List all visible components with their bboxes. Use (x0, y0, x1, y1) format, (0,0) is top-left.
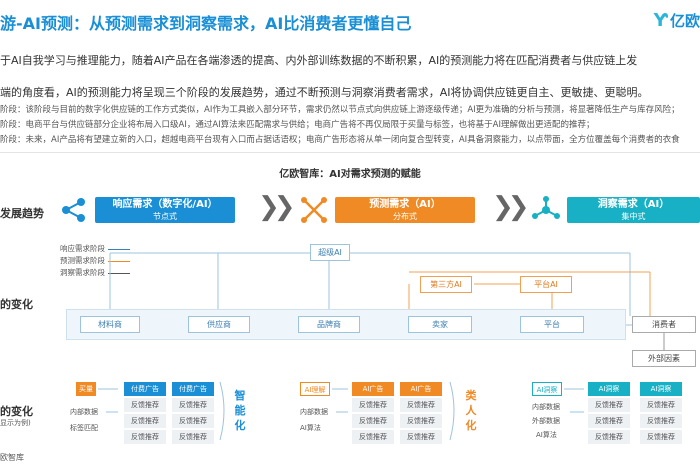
chevron-right-icon: ❯❯ (258, 192, 295, 222)
legend-item-respond: 响应需求阶段 (60, 243, 130, 254)
platform-ai-node: 平台AI (520, 276, 572, 293)
feedback-cell: 反馈推荐 (640, 414, 682, 428)
phase-predict-sub: 分布式 (393, 212, 417, 221)
phase-insight-title: 洞察需求（AI） (597, 199, 670, 210)
feedback-cell: 反馈推荐 (124, 430, 166, 444)
tag-match-label: 标签匹配 (70, 424, 98, 432)
figure-title: 亿欧智库：AI对需求预测的赋能 (279, 169, 421, 180)
feedback-cell: 反馈推荐 (172, 414, 214, 428)
row-label-trend: 发展趋势 (0, 207, 44, 220)
legend-item-predict: 预测需求阶段 (60, 255, 130, 266)
ai-insight-tag: AI洞察 (532, 382, 562, 396)
internal-data-label: 内部数据 (532, 403, 560, 411)
stage-3-text: 阶段：未来，AI产品将有望建立新的入口，超越电商平台现有入口而占据话语权；电商广… (0, 135, 680, 145)
feedback-cell: 反馈推荐 (640, 430, 682, 444)
ai-insight-head-2: AI洞察 (640, 382, 682, 396)
buy-volume-tag: 买量 (76, 382, 96, 396)
feedback-cell: 反馈推荐 (588, 414, 630, 428)
phase-respond-banner: 响应需求（数字化/AI） 节点式 (95, 197, 235, 223)
consumer-node: 消费者 (632, 316, 696, 333)
phase-insight-sub: 集中式 (621, 212, 646, 221)
chain-node-seller: 卖家 (408, 316, 472, 333)
super-ai-node: 超级AI (310, 244, 350, 261)
phase-respond-sub: 节点式 (153, 212, 177, 221)
intro-paragraph-2: 端的角度看，AI的预测能力将呈现三个阶段的发展趋势，通过不断预测与洞察消费者需求… (0, 86, 649, 99)
internal-data-label: 内部数据 (300, 408, 328, 416)
external-factors-node: 外部因素 (632, 350, 696, 367)
section-divider (0, 152, 700, 153)
internal-data-label: 内部数据 (70, 408, 98, 416)
nodes-icon (60, 196, 88, 224)
third-party-ai-node: 第三方AI (420, 276, 472, 293)
ai-ad-head-2: AI广告 (400, 382, 442, 396)
ai-algorithm-label: AI算法 (536, 431, 557, 439)
page-title: 游-AI预测：从预测需求到洞察需求，AI比消费者更懂自己 (0, 14, 412, 33)
ai-insight-head-1: AI洞察 (588, 382, 630, 396)
phase-insight-banner: 洞察需求（AI） 集中式 (567, 197, 700, 223)
paid-ad-head-2: 付费广告 (172, 382, 214, 396)
feedback-cell: 反馈推荐 (400, 430, 442, 444)
chain-node-material: 材料商 (80, 316, 140, 333)
phase-predict-banner: 预测需求（AI） 分布式 (335, 197, 475, 223)
phase-respond-title: 响应需求（数字化/AI） (112, 199, 218, 210)
external-data-label: 外部数据 (532, 417, 560, 425)
phase-predict-title: 预测需求（AI） (369, 199, 441, 210)
feedback-cell: 反馈推荐 (172, 430, 214, 444)
feedback-cell: 反馈推荐 (640, 398, 682, 412)
logo-icon: Ƴ (653, 10, 668, 31)
humanlike-vertical-text: 类人化 (465, 389, 477, 432)
stage-2-text: 阶段：电商平台与供应链部分企业将布局入口级AI，通过AI算法来匹配需求与供给；电… (0, 120, 595, 130)
legend-item-insight: 洞察需求阶段 (60, 267, 130, 278)
feedback-cell: 反馈推荐 (352, 398, 394, 412)
row-label-ads: 的变化 (0, 405, 33, 418)
ai-algorithm-label: AI算法 (300, 424, 321, 432)
hub-icon (532, 196, 560, 224)
ai-understand-tag: AI理解 (300, 382, 330, 396)
paid-ad-head-1: 付费广告 (124, 382, 166, 396)
row-label-chain: 的变化 (0, 298, 33, 311)
feedback-cell: 反馈推荐 (172, 398, 214, 412)
intelligent-vertical-text: 智能化 (234, 389, 246, 432)
feedback-cell: 反馈推荐 (124, 398, 166, 412)
feedback-cell: 反馈推荐 (124, 414, 166, 428)
chevron-right-icon: ❯❯ (492, 192, 529, 222)
row-label-ads-sub: 显示为例) (0, 419, 31, 427)
stage-1-text: 阶段：该阶段与目前的数字化供应链的工作方式类似，AI作为工具嵌入部分环节，需求仍… (0, 105, 680, 115)
chain-node-supplier: 供应商 (188, 316, 250, 333)
ai-ad-head-1: AI广告 (352, 382, 394, 396)
distributed-icon (300, 196, 328, 224)
chain-node-brand: 品牌商 (298, 316, 360, 333)
logo-text: 亿欧 (669, 12, 700, 30)
intro-paragraph-1: 于AI自我学习与推理能力，随着AI产品在各端渗透的提高、内外部训练数据的不断积累… (0, 54, 638, 67)
footer-source: 欧智库 (0, 453, 24, 462)
feedback-cell: 反馈推荐 (400, 414, 442, 428)
feedback-cell: 反馈推荐 (588, 430, 630, 444)
chain-node-platform: 平台 (520, 316, 584, 333)
feedback-cell: 反馈推荐 (352, 430, 394, 444)
feedback-cell: 反馈推荐 (400, 398, 442, 412)
feedback-cell: 反馈推荐 (352, 414, 394, 428)
feedback-cell: 反馈推荐 (588, 398, 630, 412)
